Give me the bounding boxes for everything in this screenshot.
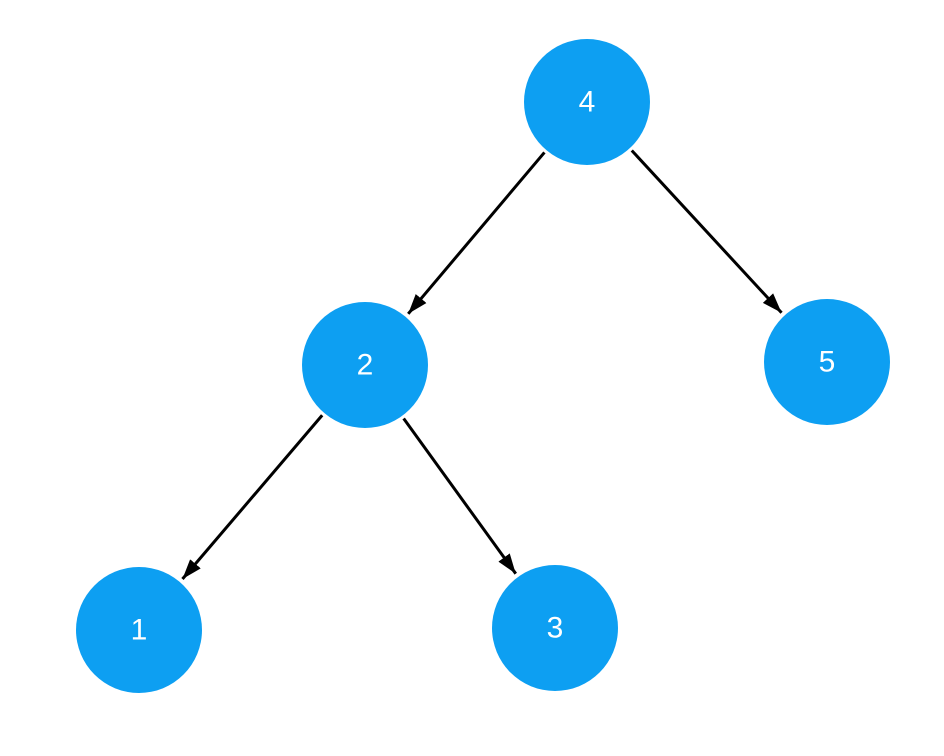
tree-node-circle-1	[76, 567, 202, 693]
tree-node-circle-2	[302, 302, 428, 428]
tree-node-circle-4	[524, 39, 650, 165]
tree-node-label-5: 5	[819, 346, 836, 379]
tree-node-label-3: 3	[547, 612, 564, 645]
tree-edge-4-to-2	[407, 151, 546, 315]
tree-node-2: 2	[302, 302, 428, 428]
tree-node-circle-5	[764, 299, 890, 425]
tree-node-label-1: 1	[131, 614, 148, 647]
tree-node-label-4: 4	[579, 86, 596, 119]
tree-node-circle-3	[492, 565, 618, 691]
tree-edge-2-to-1	[181, 414, 324, 580]
tree-edge-4-to-5	[630, 149, 783, 314]
tree-node-5: 5	[764, 299, 890, 425]
tree-node-1: 1	[76, 567, 202, 693]
tree-node-label-2: 2	[357, 349, 374, 382]
tree-node-3: 3	[492, 565, 618, 691]
tree-node-4: 4	[524, 39, 650, 165]
tree-edge-2-to-3	[402, 417, 517, 575]
